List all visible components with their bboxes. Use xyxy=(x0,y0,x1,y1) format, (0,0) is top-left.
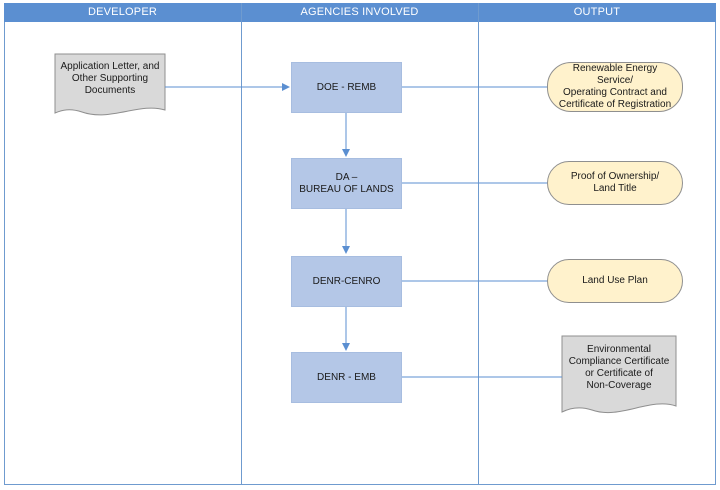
developer-doc-line: Other Supporting xyxy=(71,73,149,84)
output-re-service-contract: Renewable Energy Service/ Operating Cont… xyxy=(547,62,683,112)
lane-divider xyxy=(241,3,242,485)
developer-document-shape xyxy=(54,53,166,116)
output-label: Compliance Certificate xyxy=(568,356,670,367)
lane-header-developer: DEVELOPER xyxy=(4,3,241,22)
output-proof-of-ownership: Proof of Ownership/ Land Title xyxy=(547,161,683,205)
developer-doc-line: Application Letter, and xyxy=(60,61,160,72)
output-label: Environmental xyxy=(587,344,651,355)
agency-denr-emb: DENR - EMB xyxy=(291,352,402,403)
output-label: Land Title xyxy=(593,183,637,194)
agency-label: DENR-CENRO xyxy=(312,275,381,287)
agency-denr-cenro: DENR-CENRO xyxy=(291,256,402,307)
output-label: Operating Contract and xyxy=(563,87,667,98)
ecc-document-shape xyxy=(561,335,677,414)
agency-label: DOE - REMB xyxy=(316,81,377,93)
agency-label: DENR - EMB xyxy=(317,371,376,383)
agency-label: DA – xyxy=(335,171,358,183)
lane-divider xyxy=(478,3,479,485)
agency-doe-remb: DOE - REMB xyxy=(291,62,402,113)
output-label: Renewable Energy Service/ xyxy=(572,63,658,86)
output-label: Proof of Ownership/ xyxy=(570,171,660,182)
output-land-use-plan: Land Use Plan xyxy=(547,259,683,303)
output-label: Non-Coverage xyxy=(586,380,652,391)
output-label: or Certificate of xyxy=(585,368,653,379)
output-label: Certificate of Registration xyxy=(558,99,672,110)
output-ecc-document: Environmental Compliance Certificate or … xyxy=(562,338,676,398)
developer-doc-line: Documents xyxy=(84,85,136,96)
agency-label: BUREAU OF LANDS xyxy=(299,183,394,195)
lane-header-agencies: AGENCIES INVOLVED xyxy=(241,3,478,22)
agency-da-bureau-of-lands: DA – BUREAU OF LANDS xyxy=(291,158,402,209)
output-label: Land Use Plan xyxy=(582,275,648,286)
lane-header-output: OUTPUT xyxy=(478,3,716,22)
developer-document: Application Letter, and Other Supporting… xyxy=(55,56,165,102)
